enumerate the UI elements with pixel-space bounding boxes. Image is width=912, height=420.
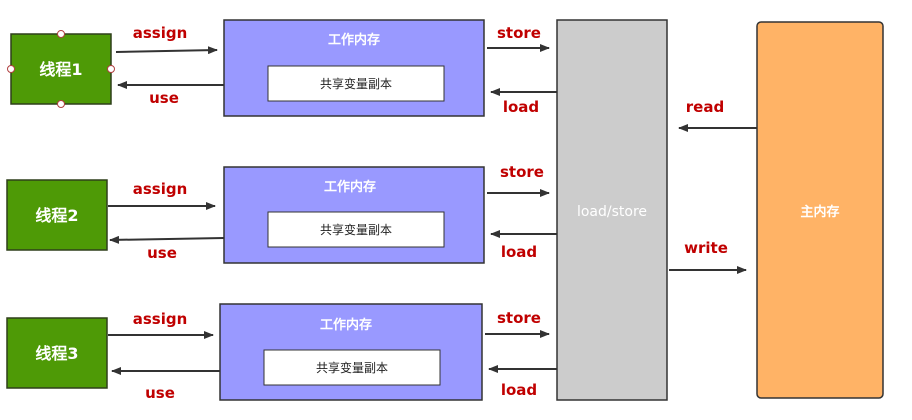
thread-2-label: 线程2 [35,206,78,225]
main-memory-box[interactable] [756,21,884,399]
shared-copy-1-box[interactable] [267,65,445,102]
shared-copy-2-label: 共享变量副本 [320,222,392,237]
shared-copy-3-box[interactable] [263,349,441,386]
assign-arrow-1 [115,46,218,55]
assign-label-2: assign [133,180,188,198]
store-label-3: store [497,309,541,327]
selection-handle[interactable] [57,30,65,38]
read-label: read [686,98,724,116]
use-label-2: use [147,244,177,262]
selection-handle[interactable] [107,65,115,73]
load-label-3: load [501,381,537,399]
store-label-1: store [497,24,541,42]
load-label-2: load [501,243,537,261]
assign-label-1: assign [133,24,188,42]
main-memory-label: 主内存 [800,204,839,220]
thread-row-3: 线程3 工作内存 共享变量副本 assign use store load [6,303,557,402]
load-store-bus[interactable] [556,19,668,401]
use-label-1: use [149,89,179,107]
use-arrow-2 [109,235,225,244]
thread-3-box[interactable] [6,317,108,389]
thread-2-box[interactable] [6,179,108,251]
load-label-1: load [503,98,539,116]
working-memory-3-title: 工作内存 [320,317,372,333]
thread-row-2: 线程2 工作内存 共享变量副本 assign use store load [6,163,557,264]
load-store-label: load/store [577,204,647,220]
working-memory-2-title: 工作内存 [324,179,376,195]
selection-handle[interactable] [7,65,15,73]
thread-row-1: 线程1 工作内存 共享变量副本 assign use store load [7,19,557,117]
shared-copy-2-box[interactable] [267,211,445,248]
thread-3-label: 线程3 [35,344,78,363]
shared-copy-3-label: 共享变量副本 [316,360,388,375]
thread-1-label: 线程1 [39,60,82,79]
store-label-2: store [500,163,544,181]
shared-copy-1-label: 共享变量副本 [320,76,392,91]
use-label-3: use [145,384,175,402]
assign-label-3: assign [133,310,188,328]
thread-1-box[interactable] [10,33,112,105]
write-label: write [684,239,728,257]
selection-handle[interactable] [57,100,65,108]
working-memory-1-title: 工作内存 [328,32,380,48]
